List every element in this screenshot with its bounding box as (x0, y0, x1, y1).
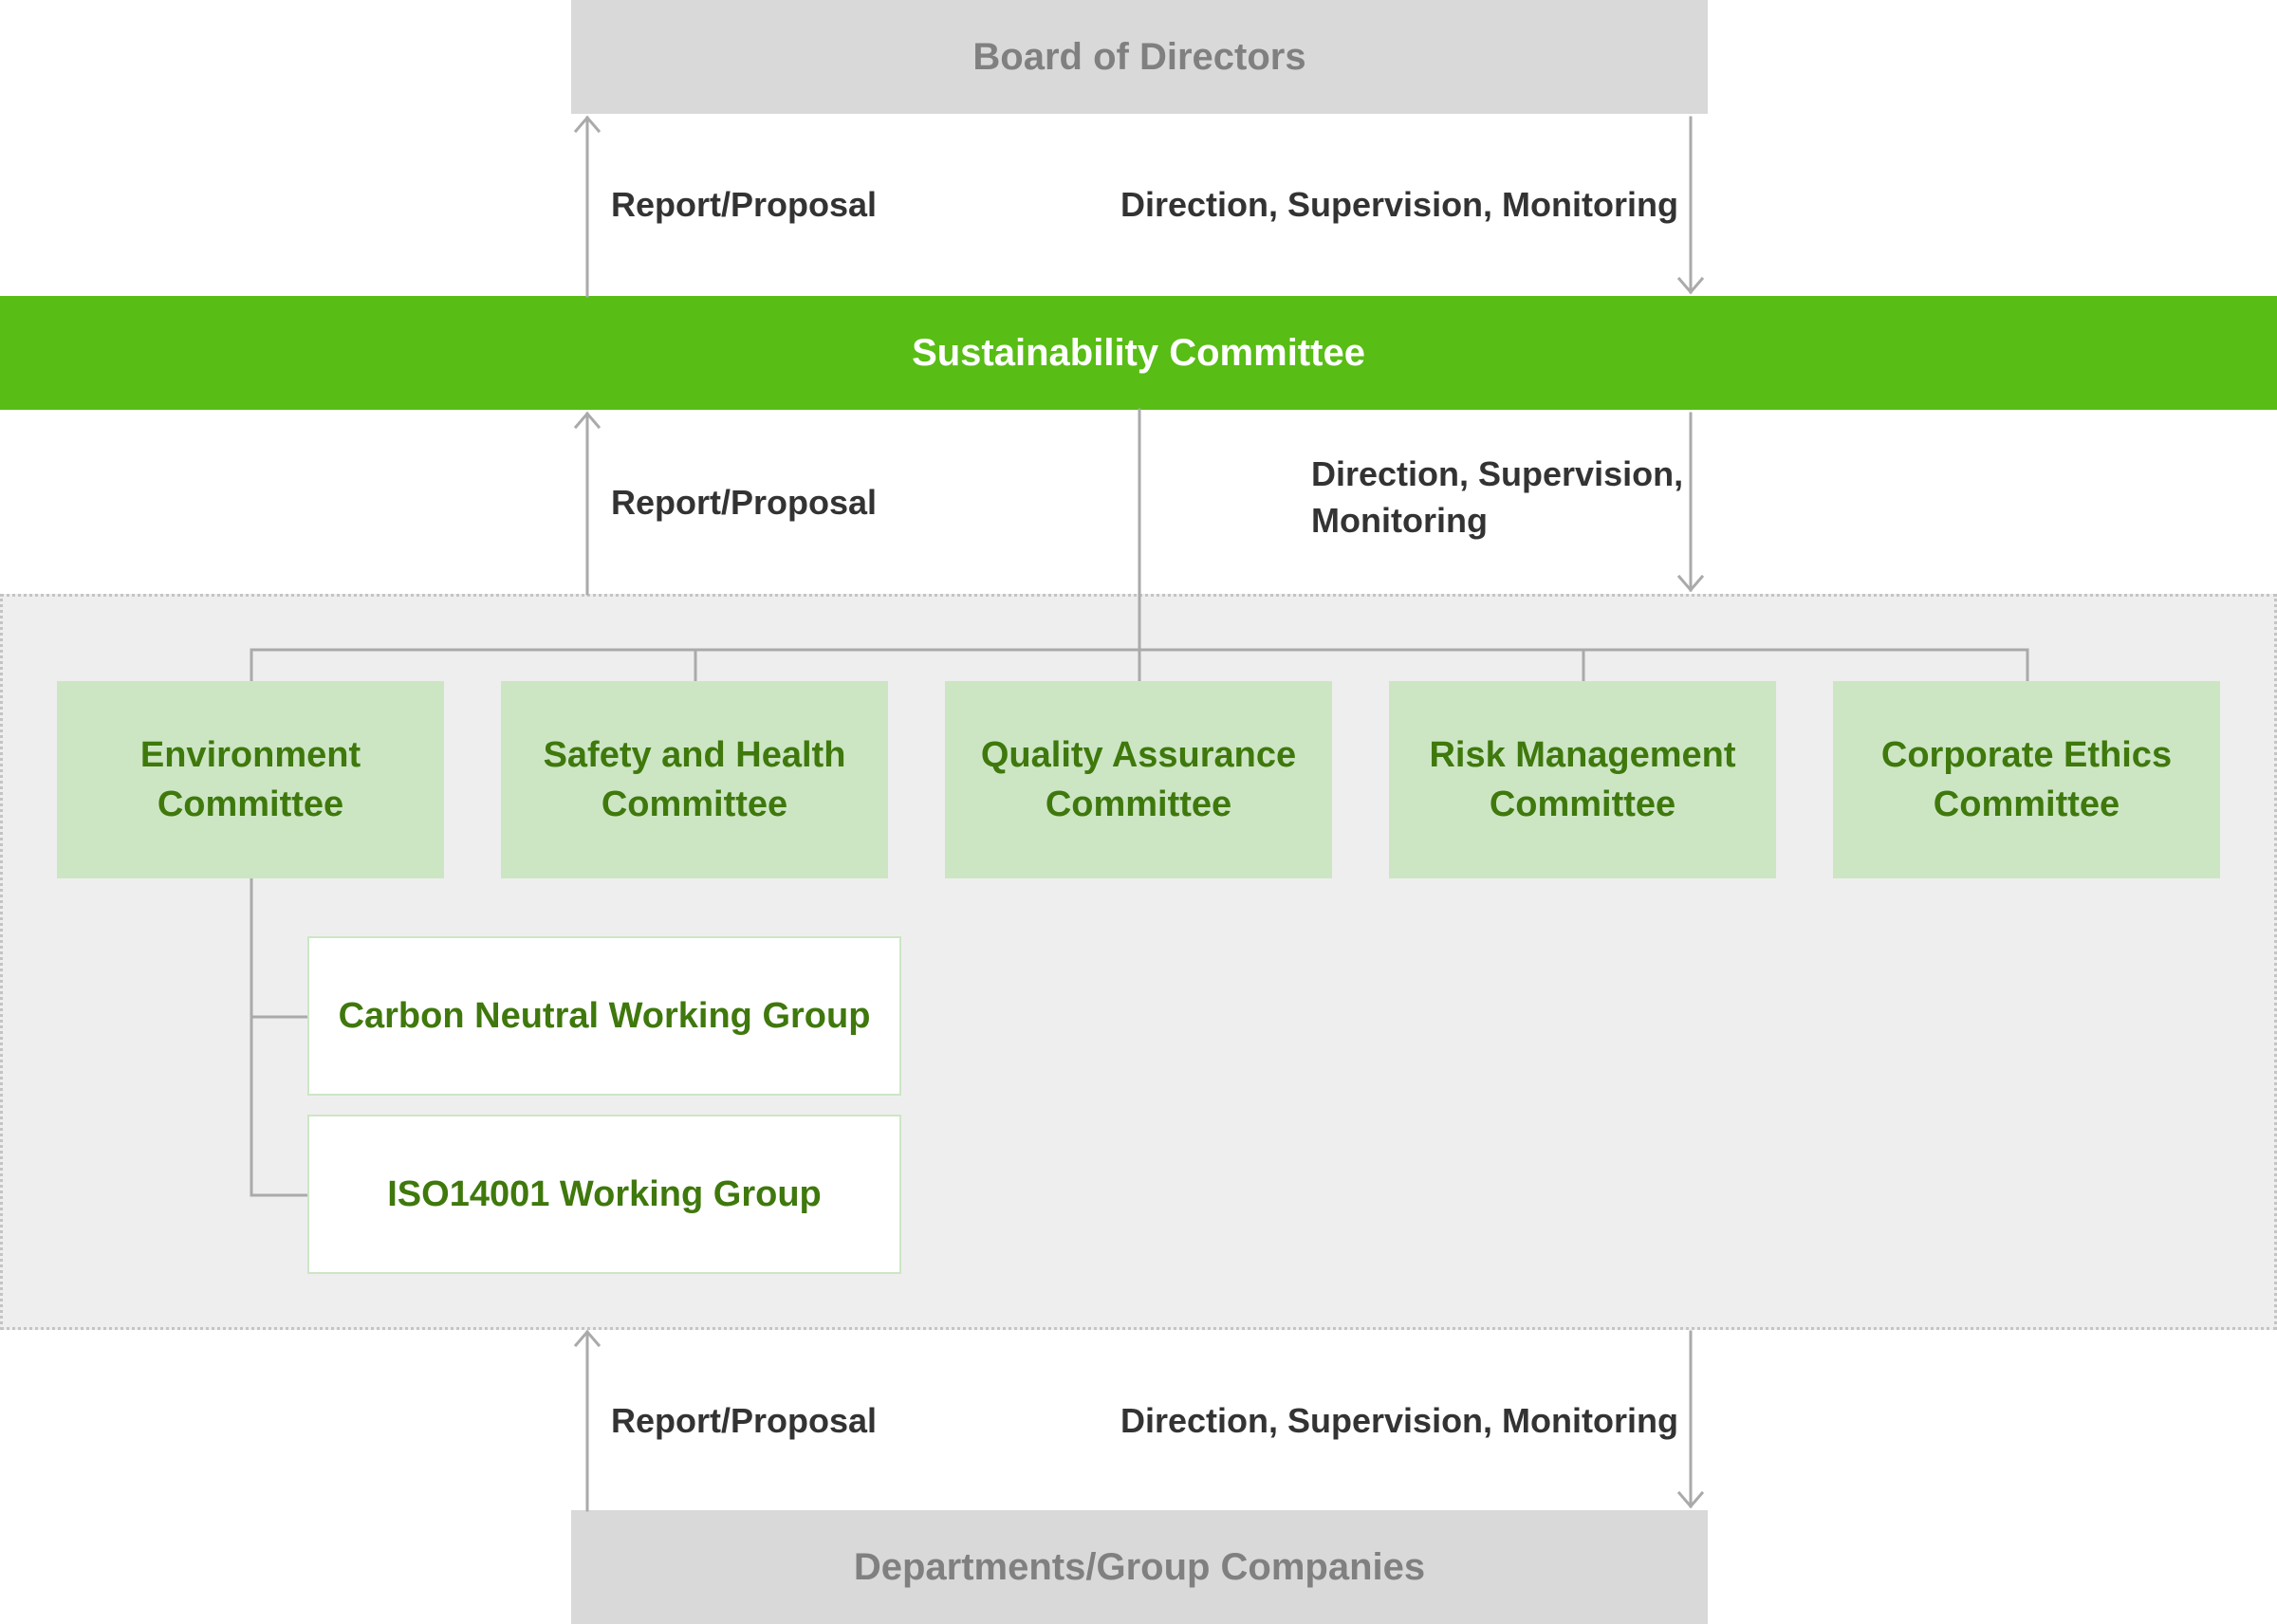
iso14001-working-group-box: ISO14001 Working Group (307, 1115, 901, 1274)
committee-name-line1: Corporate Ethics (1880, 735, 2173, 775)
committee-name-line1: Risk Management (1429, 735, 1736, 775)
committee-name-line1: Environment (139, 735, 361, 775)
committee-name-line2: Committee (601, 784, 788, 824)
safety-health-committee-box: Safety and Health Committee (501, 681, 888, 878)
committee-name-line2: Committee (1933, 784, 2120, 824)
sustainability-committee-label: Sustainability Committee (912, 331, 1365, 374)
direction-arrow-top-head (1676, 276, 1705, 295)
direction-label-top: Direction, Supervision, Monitoring (1120, 185, 1678, 224)
board-of-directors-label: Board of Directors (972, 35, 1306, 78)
departments-group-companies-label: Departments/Group Companies (853, 1545, 1426, 1588)
direction-label-bottom: Direction, Supervision, Monitoring (1120, 1401, 1678, 1440)
committee-name-line1: Quality Assurance (980, 735, 1297, 775)
risk-management-committee-box: Risk Management Committee (1389, 681, 1776, 878)
corporate-ethics-committee-box: Corporate Ethics Committee (1833, 681, 2220, 878)
quality-assurance-committee-box: Quality Assurance Committee (945, 681, 1332, 878)
direction-label-middle-line1: Direction, Supervision, (1311, 454, 1684, 493)
report-proposal-label-bottom: Report/Proposal (611, 1401, 878, 1440)
committee-name-line2: Committee (1489, 784, 1676, 824)
committee-name-line2: Committee (1045, 784, 1232, 824)
report-arrow-bottom-head (573, 1329, 602, 1348)
committee-name-line1: Safety and Health (543, 735, 846, 775)
report-proposal-label-top: Report/Proposal (611, 185, 878, 224)
environment-committee-box: Environment Committee (57, 681, 444, 878)
report-proposal-label-middle: Report/Proposal (611, 483, 878, 522)
direction-arrow-middle-head (1676, 574, 1705, 593)
departments-group-companies-box: Departments/Group Companies (571, 1510, 1708, 1624)
sustainability-committee-band: Sustainability Committee (0, 296, 2277, 410)
working-group-label: ISO14001 Working Group (387, 1173, 822, 1214)
report-arrow-top-head (573, 115, 602, 134)
report-arrow-middle-head (573, 411, 602, 430)
working-group-label: Carbon Neutral Working Group (338, 995, 871, 1036)
board-of-directors-box: Board of Directors (571, 0, 1708, 114)
direction-label-middle-line2: Monitoring (1311, 501, 1488, 540)
direction-label-middle: Direction, Supervision, Monitoring (1311, 451, 1683, 544)
carbon-neutral-working-group-box: Carbon Neutral Working Group (307, 936, 901, 1096)
committee-name-line2: Committee (157, 784, 344, 824)
direction-arrow-bottom-head (1676, 1490, 1705, 1509)
